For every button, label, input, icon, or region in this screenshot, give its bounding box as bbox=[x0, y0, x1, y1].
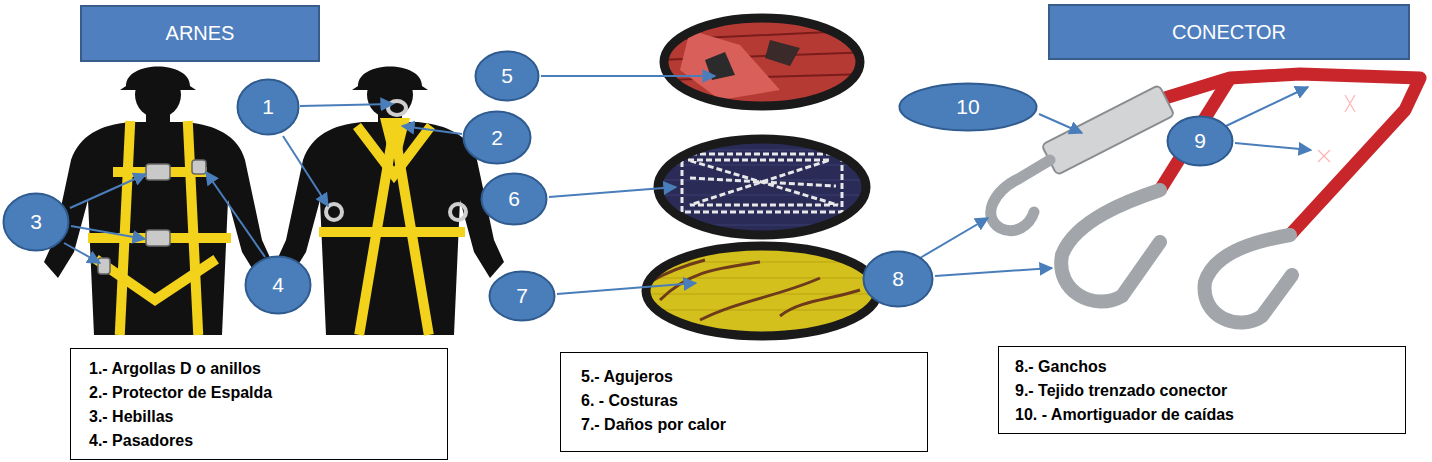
part-name: 2.- Protector de Espalda bbox=[89, 381, 447, 405]
callout-number: 5 bbox=[501, 64, 513, 88]
small-hook bbox=[991, 160, 1050, 231]
circle-shape bbox=[476, 52, 539, 101]
section-title: CONECTOR bbox=[1172, 21, 1286, 44]
callout-number: 2 bbox=[491, 126, 503, 150]
part-name: 7.- Daños por calor bbox=[581, 413, 927, 437]
part-name: 6. - Costuras bbox=[581, 389, 927, 413]
hard-hat bbox=[352, 67, 428, 91]
shock-absorber bbox=[1041, 85, 1174, 175]
back-silhouette bbox=[276, 67, 504, 336]
callout-number: 6 bbox=[508, 187, 520, 211]
photo-frame bbox=[658, 139, 866, 235]
callout-number: 10 bbox=[956, 95, 979, 119]
callout-circle: 2 bbox=[462, 110, 532, 165]
callout-number: 9 bbox=[1194, 129, 1206, 153]
leader-lines bbox=[64, 76, 1311, 294]
legend-box: 5.- Agujeros6. - Costuras7.- Daños por c… bbox=[560, 352, 928, 452]
part-name: 10. - Amortiguador de caídas bbox=[1015, 403, 1405, 427]
large-hook bbox=[1061, 190, 1160, 302]
circle-shape bbox=[490, 272, 555, 321]
circle-shape bbox=[246, 257, 311, 314]
section-header: ARNES bbox=[80, 5, 320, 62]
part-name: 1.- Argollas D o anillos bbox=[89, 357, 447, 381]
circle-shape bbox=[1168, 117, 1233, 166]
buckles bbox=[98, 160, 206, 274]
circle-shape bbox=[482, 174, 547, 225]
stitching-photo bbox=[650, 135, 875, 240]
callout-circle: 7 bbox=[488, 270, 556, 322]
harness-back bbox=[324, 128, 460, 330]
lanyard bbox=[991, 74, 1420, 323]
part-name: 8.- Ganchos bbox=[1015, 355, 1405, 379]
section-header: CONECTOR bbox=[1048, 4, 1410, 60]
callout-number: 3 bbox=[30, 210, 42, 234]
large-hook bbox=[1205, 235, 1292, 323]
callout-number: 7 bbox=[516, 284, 528, 308]
part-name: 3.- Hebillas bbox=[89, 405, 447, 429]
callout-number: 4 bbox=[272, 273, 284, 297]
part-name: 9.- Tejido trenzado conector bbox=[1015, 379, 1405, 403]
photo-frame bbox=[646, 246, 878, 336]
legend-box: 1.- Argollas D o anillos2.- Protector de… bbox=[70, 348, 448, 460]
body-silhouette bbox=[44, 122, 272, 335]
circle-shape bbox=[864, 252, 933, 307]
callout-circle: 10 bbox=[898, 82, 1038, 132]
callout-circle: 5 bbox=[474, 50, 540, 102]
circle-shape bbox=[464, 112, 531, 164]
part-name: 5.- Agujeros bbox=[581, 365, 927, 389]
back-pad bbox=[380, 118, 410, 150]
harness-front bbox=[93, 126, 226, 330]
hard-hat bbox=[120, 67, 196, 91]
callout-circle: 4 bbox=[244, 255, 312, 315]
callout-circle: 1 bbox=[236, 78, 300, 136]
circle-shape bbox=[238, 80, 299, 135]
circle-shape bbox=[4, 194, 69, 251]
callout-circle: 8 bbox=[862, 250, 934, 308]
callout-circle: 3 bbox=[2, 192, 70, 252]
callout-number: 1 bbox=[262, 95, 274, 119]
heat-damage-photo bbox=[640, 240, 885, 340]
callout-circle: 6 bbox=[480, 172, 548, 226]
legend-box: 8.- Ganchos9.- Tejido trenzado conector1… bbox=[998, 346, 1406, 434]
photo-frame bbox=[664, 18, 860, 106]
d-rings bbox=[326, 101, 466, 220]
callout-circle: 9 bbox=[1166, 115, 1234, 167]
part-name: 4.- Pasadores bbox=[89, 429, 447, 453]
holes-photo bbox=[660, 15, 870, 110]
callout-number: 8 bbox=[892, 267, 904, 291]
circle-shape bbox=[900, 84, 1037, 131]
section-title: ARNES bbox=[166, 22, 235, 45]
